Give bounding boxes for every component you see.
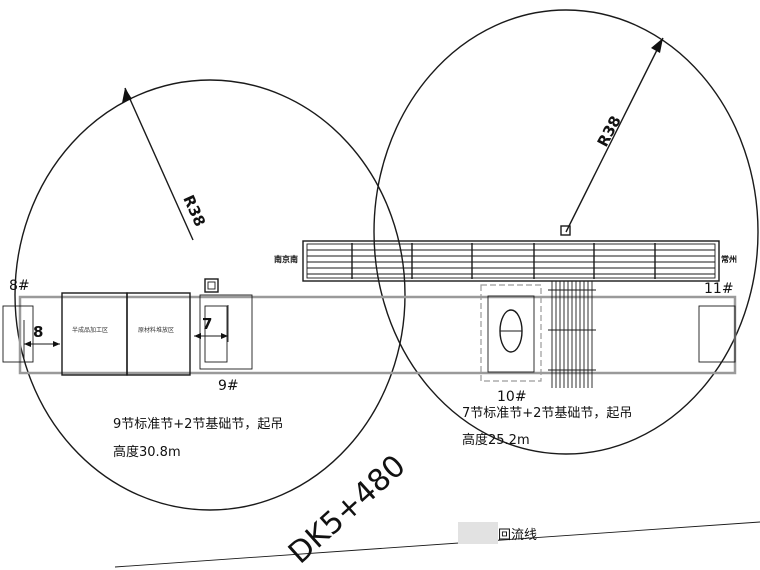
pier-8-label: 8# [9,278,30,294]
pier-10-box [487,295,535,373]
pier-9-box [199,294,253,370]
redacted-block [458,522,498,544]
reflux-line [114,521,760,568]
zone-1-label: 半成品加工区 [72,326,108,334]
railway-track [302,240,720,282]
reflux-line-label: 回流线 [498,528,537,543]
left-radius-label: R38 [179,192,209,229]
west-direction-label: 南京南 [274,254,298,264]
right-crane-radius-circle [373,9,759,455]
east-direction-label: 常州 [721,254,737,264]
right-radius-label: R38 [594,113,625,150]
right-crane-note-line1: 7节标准节+2节基础节，起吊 [462,406,632,421]
left-gap-dimension [23,320,60,360]
left-crane-note-line2: 高度30.8m [113,444,181,460]
branch-track [548,281,596,388]
processing-zone [61,292,128,376]
zone-2-label: 原材料堆放区 [138,326,174,334]
material-zone [126,292,191,376]
pier-8-box [2,305,34,363]
left-crane-radius-circle [14,79,406,511]
right-gap-label: 7 [202,315,212,333]
left-crane-note-line1: 9节标准节+2节基础节，起吊 [113,417,283,432]
crane-10-marker [560,225,571,236]
pier-10-dashed-outline [480,284,542,382]
right-gap-dimension [194,305,229,342]
pier-11-box [698,305,736,363]
crane-9-marker-inner [207,281,216,290]
right-radius-arrow [565,37,664,233]
right-crane-note-line2: 高度25.2m [462,432,530,448]
pier-9-label: 9# [218,378,239,394]
crane-9-marker-outer [204,278,219,293]
pier-11-label: 11# [704,281,734,297]
left-radius-arrow [122,87,194,241]
pier-10-label: 10# [497,389,527,405]
pier-9-inner-box [204,305,228,363]
chainage-label: DK5+480 [282,448,413,570]
left-gap-label: 8 [33,323,43,341]
